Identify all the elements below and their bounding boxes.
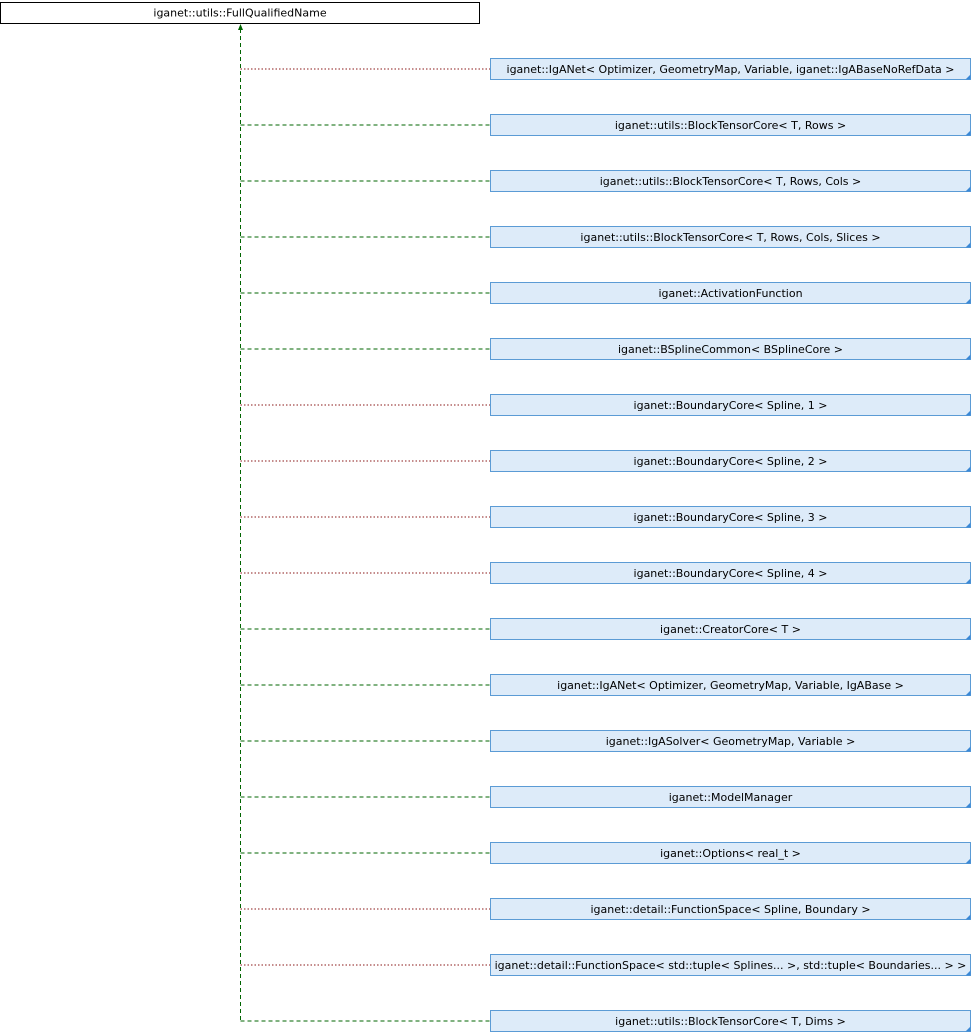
derived-class-label: iganet::BoundaryCore< Spline, 4 > <box>634 567 828 580</box>
derived-class-box <box>490 562 971 584</box>
inheritance-arrowhead <box>238 24 243 30</box>
base-class-box <box>0 2 480 24</box>
derived-class-label: iganet::IgANet< Optimizer, GeometryMap, … <box>507 63 955 76</box>
derived-class-box <box>490 114 971 136</box>
derived-class-label: iganet::ModelManager <box>669 791 793 804</box>
derived-class-box <box>490 394 971 416</box>
derived-class-node[interactable]: iganet::BoundaryCore< Spline, 3 > <box>490 506 971 528</box>
derived-class-node[interactable]: iganet::utils::BlockTensorCore< T, Rows … <box>490 114 971 136</box>
derived-class-node[interactable]: iganet::BoundaryCore< Spline, 1 > <box>490 394 971 416</box>
derived-class-node[interactable]: iganet::utils::BlockTensorCore< T, Rows,… <box>490 170 971 192</box>
derived-class-node[interactable]: iganet::BoundaryCore< Spline, 4 > <box>490 562 971 584</box>
derived-class-label: iganet::BoundaryCore< Spline, 1 > <box>634 399 828 412</box>
link-corner-icon <box>965 970 971 976</box>
derived-class-box <box>490 618 971 640</box>
link-corner-icon <box>965 690 971 696</box>
derived-class-label: iganet::ActivationFunction <box>658 287 802 300</box>
derived-class-node[interactable]: iganet::BoundaryCore< Spline, 2 > <box>490 450 971 472</box>
derived-class-box <box>490 954 971 976</box>
derived-class-node[interactable]: iganet::utils::BlockTensorCore< T, Rows,… <box>490 226 971 248</box>
derived-class-label: iganet::IgANet< Optimizer, GeometryMap, … <box>557 679 904 692</box>
link-corner-icon <box>965 914 971 920</box>
derived-class-label: iganet::Options< real_t > <box>660 847 801 860</box>
derived-class-box <box>490 842 971 864</box>
derived-class-box <box>490 170 971 192</box>
derived-class-node[interactable]: iganet::IgASolver< GeometryMap, Variable… <box>490 730 971 752</box>
derived-class-label: iganet::IgASolver< GeometryMap, Variable… <box>606 735 856 748</box>
derived-class-label: iganet::BoundaryCore< Spline, 2 > <box>634 455 828 468</box>
inheritance-edges <box>238 24 491 1022</box>
derived-class-box <box>490 226 971 248</box>
derived-class-label: iganet::utils::BlockTensorCore< T, Rows,… <box>600 175 862 188</box>
derived-class-node[interactable]: iganet::detail::FunctionSpace< Spline, B… <box>490 898 971 920</box>
link-corner-icon <box>965 298 971 304</box>
link-corner-icon <box>965 466 971 472</box>
link-corner-icon <box>965 74 971 80</box>
link-corner-icon <box>965 354 971 360</box>
derived-class-label: iganet::BoundaryCore< Spline, 3 > <box>634 511 828 524</box>
derived-class-box <box>490 898 971 920</box>
derived-class-nodes: iganet::IgANet< Optimizer, GeometryMap, … <box>490 58 971 1032</box>
link-corner-icon <box>965 634 971 640</box>
derived-class-box <box>490 338 971 360</box>
derived-class-box <box>490 506 971 528</box>
link-corner-icon <box>965 746 971 752</box>
link-corner-icon <box>965 130 971 136</box>
link-corner-icon <box>965 802 971 808</box>
derived-class-label: iganet::CreatorCore< T > <box>660 623 801 636</box>
derived-class-label: iganet::utils::BlockTensorCore< T, Dims … <box>615 1015 846 1028</box>
derived-class-node[interactable]: iganet::ModelManager <box>490 786 971 808</box>
link-corner-icon <box>965 858 971 864</box>
link-corner-icon <box>965 1026 971 1032</box>
derived-class-node[interactable]: iganet::detail::FunctionSpace< std::tupl… <box>490 954 971 976</box>
derived-class-box <box>490 450 971 472</box>
derived-class-node[interactable]: iganet::Options< real_t > <box>490 842 971 864</box>
derived-class-node[interactable]: iganet::ActivationFunction <box>490 282 971 304</box>
derived-class-node[interactable]: iganet::BSplineCommon< BSplineCore > <box>490 338 971 360</box>
derived-class-box <box>490 282 971 304</box>
derived-class-node[interactable]: iganet::utils::BlockTensorCore< T, Dims … <box>490 1010 971 1032</box>
link-corner-icon <box>965 242 971 248</box>
link-corner-icon <box>965 186 971 192</box>
base-class-node[interactable]: iganet::utils::FullQualifiedName <box>0 2 480 24</box>
derived-class-box <box>490 730 971 752</box>
base-class-label: iganet::utils::FullQualifiedName <box>153 7 326 20</box>
derived-class-node[interactable]: iganet::IgANet< Optimizer, GeometryMap, … <box>490 58 971 80</box>
derived-class-label: iganet::utils::BlockTensorCore< T, Rows,… <box>580 231 880 244</box>
derived-class-node[interactable]: iganet::IgANet< Optimizer, GeometryMap, … <box>490 674 971 696</box>
link-corner-icon <box>965 522 971 528</box>
derived-class-label: iganet::utils::BlockTensorCore< T, Rows … <box>615 119 846 132</box>
derived-class-label: iganet::detail::FunctionSpace< std::tupl… <box>495 959 967 972</box>
derived-class-node[interactable]: iganet::CreatorCore< T > <box>490 618 971 640</box>
derived-class-label: iganet::detail::FunctionSpace< Spline, B… <box>590 903 870 916</box>
derived-class-box <box>490 674 971 696</box>
link-corner-icon <box>965 578 971 584</box>
link-corner-icon <box>965 410 971 416</box>
derived-class-box <box>490 786 971 808</box>
derived-class-label: iganet::BSplineCommon< BSplineCore > <box>618 343 843 356</box>
derived-class-box <box>490 58 971 80</box>
